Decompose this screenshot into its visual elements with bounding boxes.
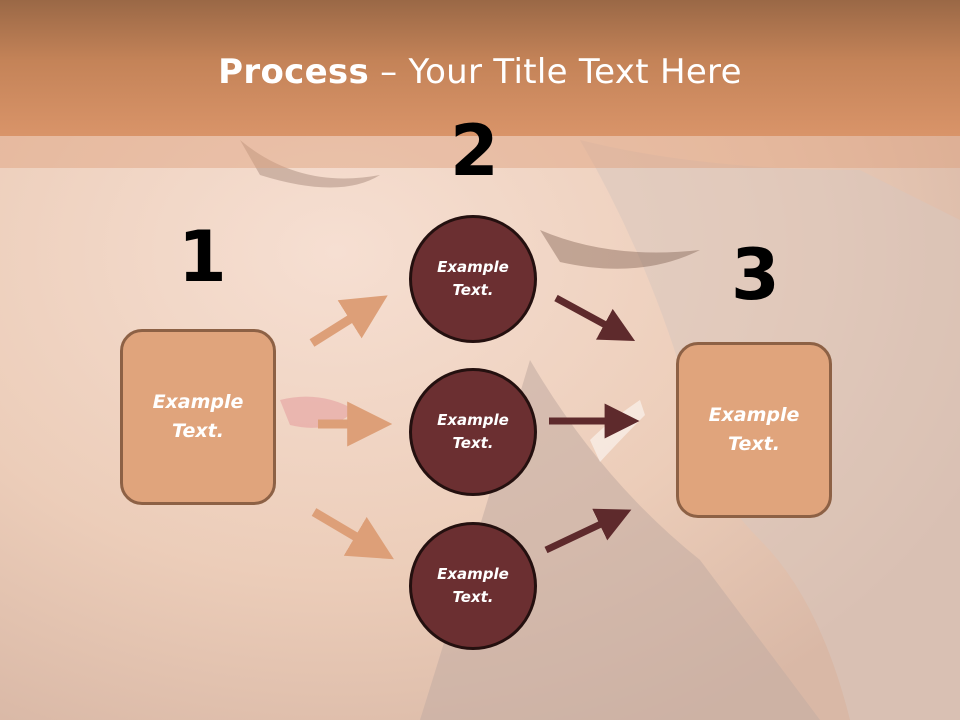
title-bar [0,0,960,136]
left-box-line-2: Text. [172,420,224,442]
circle-middle-line-2: Text. [452,434,494,452]
circle-top[interactable]: Example Text. [409,215,537,343]
title-bar-band [0,136,960,168]
circle-bottom-line-1: Example [437,565,509,583]
left-box-line-1: Example [152,391,244,413]
circle-bottom[interactable]: Example Text. [409,522,537,650]
circle-top-line-1: Example [437,258,509,276]
circle-middle[interactable]: Example Text. [409,368,537,496]
step-number-2: 2 [450,110,499,192]
step-number-1: 1 [178,216,227,298]
arrow-bottom-to-right [544,508,632,554]
right-box-line-2: Text. [728,433,780,455]
slide-title: Process – Your Title Text Here [0,52,960,92]
right-box-line-1: Example [708,404,800,426]
title-bold: Process [218,52,370,92]
right-text-box[interactable]: Example Text. [676,342,832,518]
circle-middle-line-1: Example [437,411,509,429]
arrow-left-to-top [309,295,388,347]
arrow-top-to-right [554,294,636,342]
arrow-left-to-bottom [311,508,394,560]
circle-top-line-2: Text. [452,281,494,299]
circle-bottom-line-2: Text. [452,588,494,606]
left-text-box[interactable]: Example Text. [120,329,276,505]
title-rest: – Your Title Text Here [369,52,742,92]
step-number-3: 3 [731,234,780,316]
